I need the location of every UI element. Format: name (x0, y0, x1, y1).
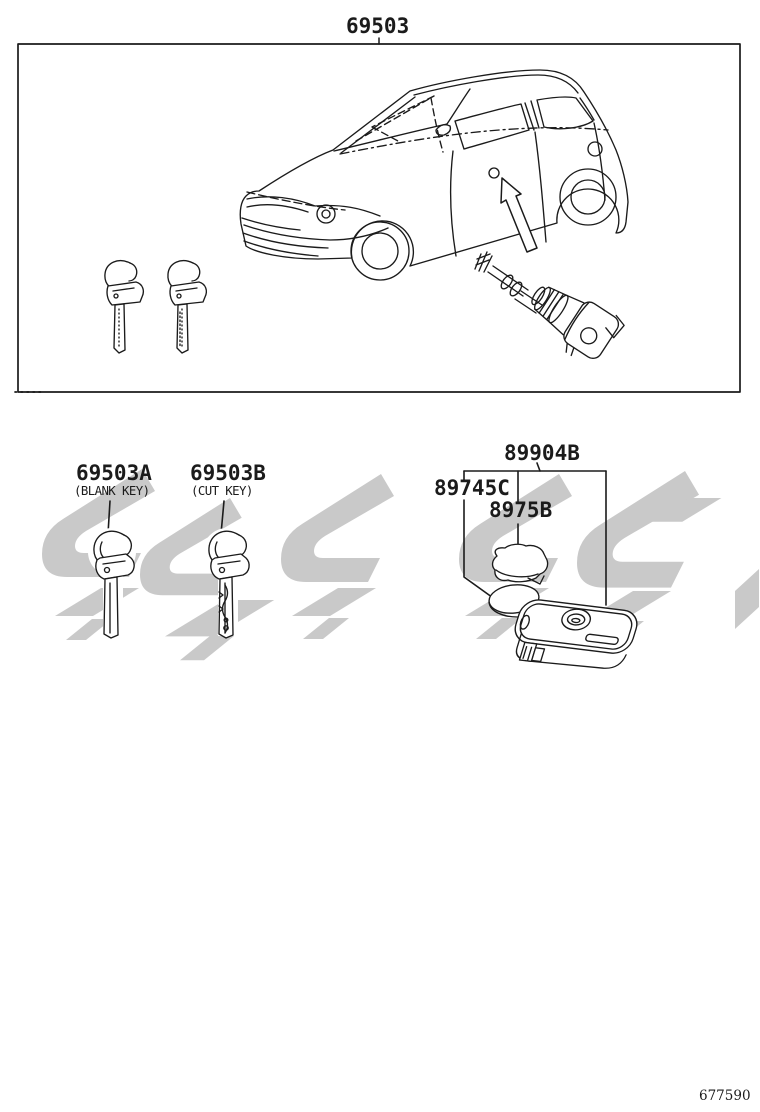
watermark-logo (42, 469, 759, 661)
master-key-cut-illustration (167, 259, 208, 354)
part-number-69503A: 69503A (76, 461, 152, 485)
cut-key-illustration (202, 527, 252, 639)
transmitter-fob-illustration (514, 599, 638, 669)
part-note-blank-key: (BLANK KEY) (74, 483, 150, 498)
part-number-89904B: 89904B (504, 441, 580, 465)
leader-lines (107, 462, 607, 606)
part-number-8975B: 8975B (489, 498, 553, 522)
master-key-blank-illustration (104, 259, 145, 354)
vehicle-illustration (239, 69, 629, 281)
part-number-69503B: 69503B (190, 461, 266, 485)
main-part-number: 69503 (346, 14, 410, 38)
transmitter-cover-illustration (491, 543, 549, 585)
door-lock-cylinder-illustration (474, 251, 625, 360)
drawing-number: 677590 (699, 1088, 751, 1104)
door-location-arrow-icon (500, 177, 538, 253)
part-note-cut-key: (CUT KEY) (191, 483, 253, 498)
parts-box-frame (14, 37, 741, 393)
part-number-89745C: 89745C (434, 476, 510, 500)
